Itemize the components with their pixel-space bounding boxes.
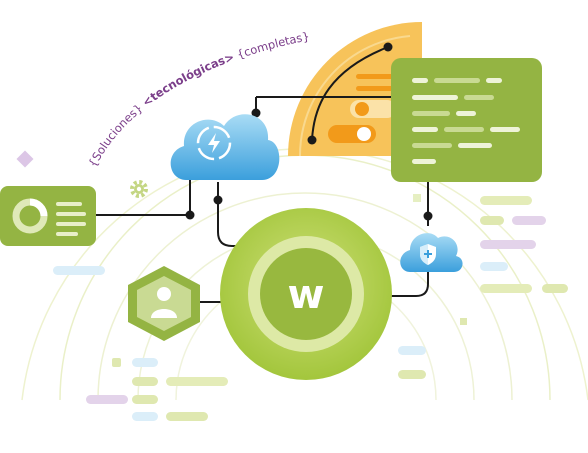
- document-card: [391, 58, 542, 182]
- hub-logo: w: [288, 272, 325, 318]
- cloud-shield: [400, 233, 463, 272]
- settings-panel: [288, 22, 422, 157]
- shield-icon: [420, 244, 436, 265]
- diamond-decoration: [16, 150, 34, 168]
- pill-bars-left: [53, 266, 228, 421]
- tagline-part-3: {completas}: [235, 29, 311, 62]
- cloud-top: [170, 114, 280, 180]
- lightning-sync-icon: [196, 125, 232, 161]
- chart-card: [0, 186, 96, 246]
- toggle-switches-icon: [328, 100, 396, 143]
- tagline-part-1: {Soluciones}: [85, 101, 145, 169]
- user-icon: [151, 287, 177, 318]
- square-decoration: [460, 318, 467, 325]
- central-hub: w: [220, 208, 392, 380]
- donut-chart-icon: [12, 198, 48, 234]
- gear-icon: [130, 180, 148, 198]
- user-node: [128, 266, 200, 341]
- text-lines-icon: [412, 78, 520, 164]
- pill-bars-right: [398, 196, 568, 379]
- square-decoration-2: [413, 194, 421, 202]
- tagline-part-2: <tecnológicas>: [139, 50, 236, 110]
